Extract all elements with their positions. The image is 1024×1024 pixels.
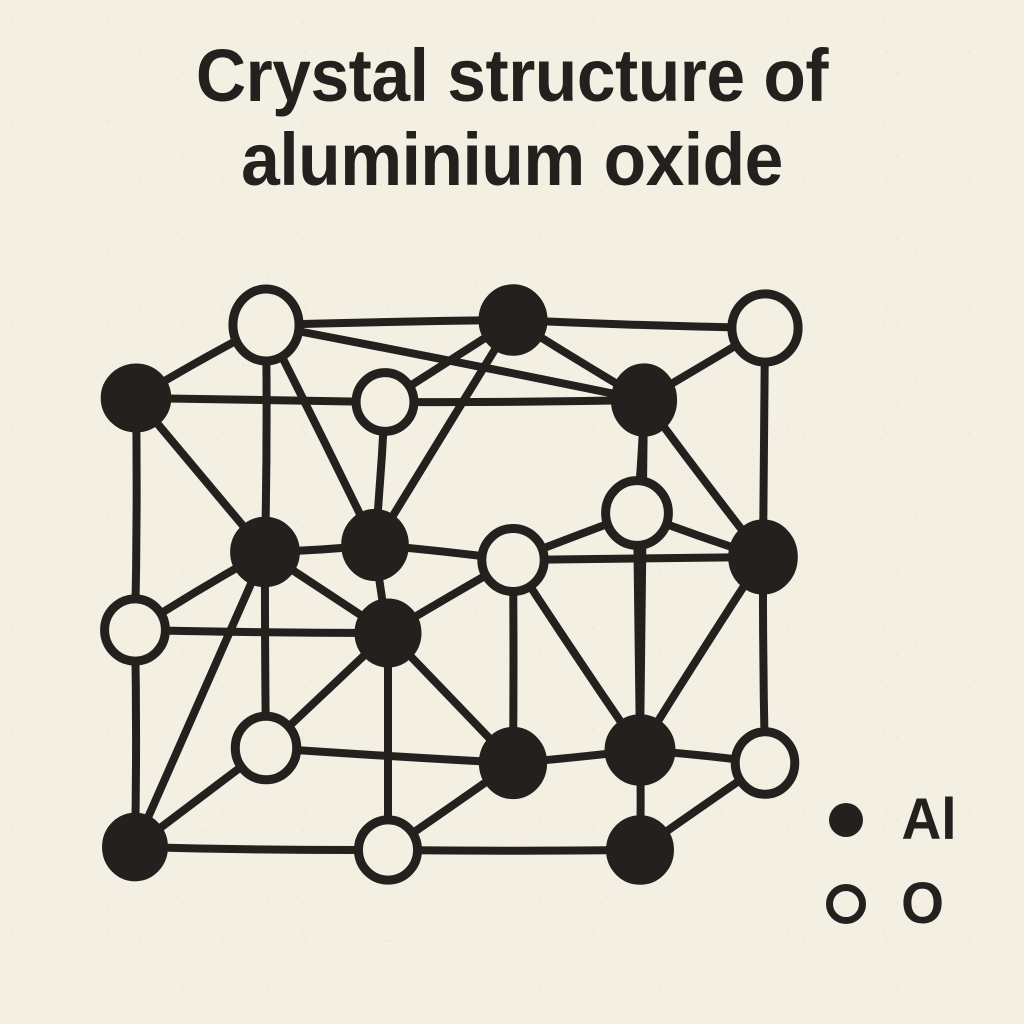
atom-al (728, 519, 798, 595)
filled-circle-icon (822, 803, 870, 837)
title-line-2: aluminium oxide (241, 118, 783, 202)
bond (381, 396, 648, 407)
atom-o (727, 289, 803, 367)
title-line-1: Crystal structure of (195, 34, 829, 117)
atom-al (478, 726, 548, 800)
atom-al (606, 815, 674, 885)
legend-item-o: O (822, 862, 958, 946)
atom-al (354, 598, 422, 668)
atom-al (341, 508, 409, 582)
bond (131, 843, 392, 855)
atom-al (102, 812, 168, 882)
page-title: Crystal structure of aluminium oxide (0, 34, 1024, 203)
atom-layer (100, 284, 803, 885)
atom-al (100, 363, 172, 433)
legend-item-al: Al (822, 778, 958, 862)
bond (509, 316, 769, 332)
atom-al (230, 516, 300, 588)
atom-al (610, 363, 678, 437)
atom-al (604, 714, 676, 786)
atom-o (477, 524, 549, 596)
atom-o (100, 594, 170, 666)
bond (131, 548, 269, 851)
bond (509, 553, 767, 564)
atom-o (601, 476, 673, 550)
atom-o (353, 815, 423, 885)
bond (384, 846, 644, 855)
legend: Al O (822, 778, 958, 946)
open-circle-icon (822, 884, 870, 924)
bond (132, 394, 389, 406)
atom-o (230, 711, 302, 785)
atom-o (730, 727, 800, 799)
bond (131, 626, 392, 637)
legend-label-o: O (901, 871, 944, 936)
legend-label-al: Al (901, 787, 957, 852)
atom-o (228, 284, 304, 366)
atom-al (478, 284, 548, 356)
atom-o (351, 368, 419, 436)
